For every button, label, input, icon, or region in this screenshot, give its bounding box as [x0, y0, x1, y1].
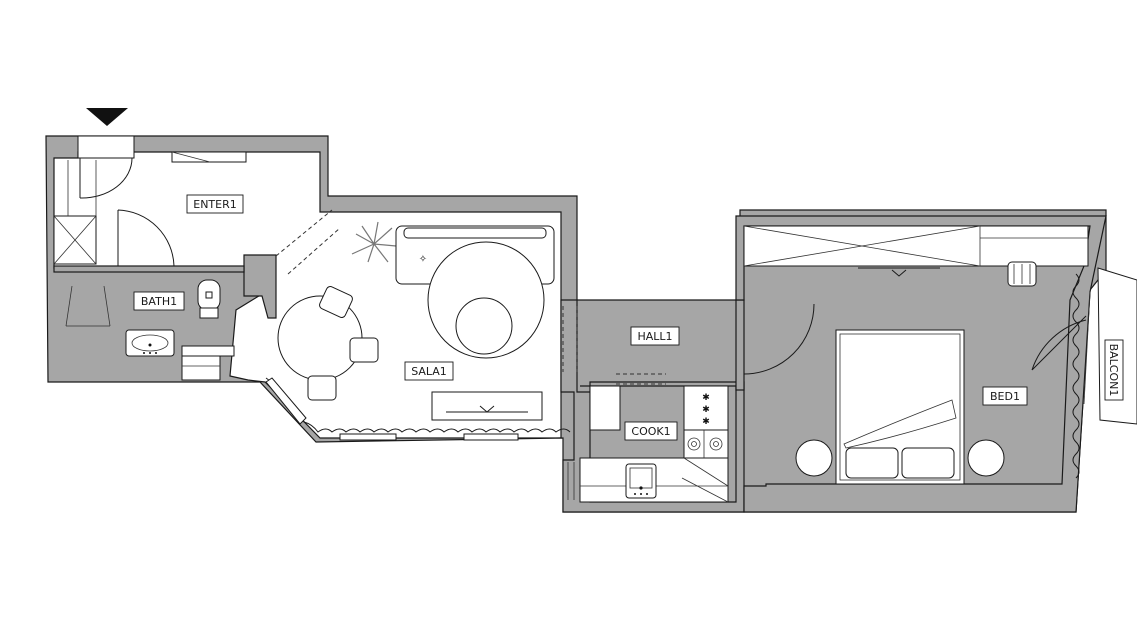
- bed-icon: [795, 329, 1005, 485]
- room-enter: ENTER1: [53, 160, 244, 267]
- bedroom-door-swing: [743, 300, 815, 375]
- room-label-hall-text: HALL1: [637, 330, 672, 343]
- entrance: [77, 108, 247, 199]
- room-label-cook-text: COOK1: [631, 425, 670, 438]
- entry-door-swing: [79, 157, 133, 199]
- svg-text:✱: ✱: [702, 417, 710, 427]
- dining-table: [277, 295, 363, 381]
- wall-hall-right: [735, 299, 745, 391]
- bath-counter: [181, 345, 235, 357]
- entry-shelf: [171, 151, 247, 163]
- room-bath: BATH1: [65, 279, 235, 381]
- wardrobe: [743, 225, 1089, 267]
- sink-icon: [625, 463, 657, 499]
- svg-text:✱: ✱: [702, 393, 710, 403]
- wall-bath-top: [53, 265, 245, 273]
- window-sala-1: [339, 433, 397, 441]
- fridge: [683, 385, 729, 431]
- shower: [65, 285, 111, 327]
- room-label-balcon-text: BALCON1: [1107, 344, 1120, 397]
- room-label-bath: BATH1: [133, 291, 185, 311]
- sala-opening: [275, 209, 341, 275]
- room-sala: ✧ ✧ ✧ SALA1: [265, 209, 571, 441]
- room-balcon: BALCON1: [1097, 267, 1137, 425]
- window-sala-diag: [265, 377, 307, 425]
- entrance-arrow-icon: [86, 108, 128, 126]
- bath-door-swing: [117, 209, 175, 267]
- plant-icon: [351, 221, 397, 263]
- window-sala-2: [463, 433, 519, 441]
- room-hall: HALL1: [562, 300, 815, 385]
- room-label-sala: SALA1: [404, 361, 454, 381]
- room-label-cook: COOK1: [624, 421, 678, 441]
- room-label-bed: BED1: [982, 386, 1028, 406]
- room-label-bed-text: BED1: [990, 390, 1020, 403]
- round-pouf: [455, 297, 513, 355]
- svg-text:✱: ✱: [702, 405, 710, 415]
- entry-door-frame: [77, 135, 135, 159]
- stove-icon: [683, 429, 729, 459]
- wall-core: [243, 254, 277, 319]
- bath-step: [181, 355, 221, 381]
- room-bed: BED1: [743, 225, 1091, 485]
- room-label-sala-text: SALA1: [411, 365, 447, 378]
- svg-text:✧: ✧: [419, 254, 427, 265]
- bath-sink: [125, 329, 175, 357]
- room-label-hall: HALL1: [630, 326, 680, 346]
- tv-console: [431, 391, 543, 421]
- room-label-enter-text: ENTER1: [193, 198, 237, 211]
- room-label-balcon: BALCON1: [1104, 339, 1124, 401]
- balcony-door-swing: [1031, 315, 1087, 371]
- room-cook: ✱ ✱ ✱ COOK1: [567, 385, 729, 503]
- room-label-enter: ENTER1: [186, 194, 244, 214]
- kitchen-counter-left: [589, 385, 621, 431]
- room-label-bath-text: BATH1: [141, 295, 177, 308]
- armchair-icon: [307, 286, 379, 401]
- hall-opening: [562, 306, 578, 372]
- bed-curtain: [1072, 273, 1080, 479]
